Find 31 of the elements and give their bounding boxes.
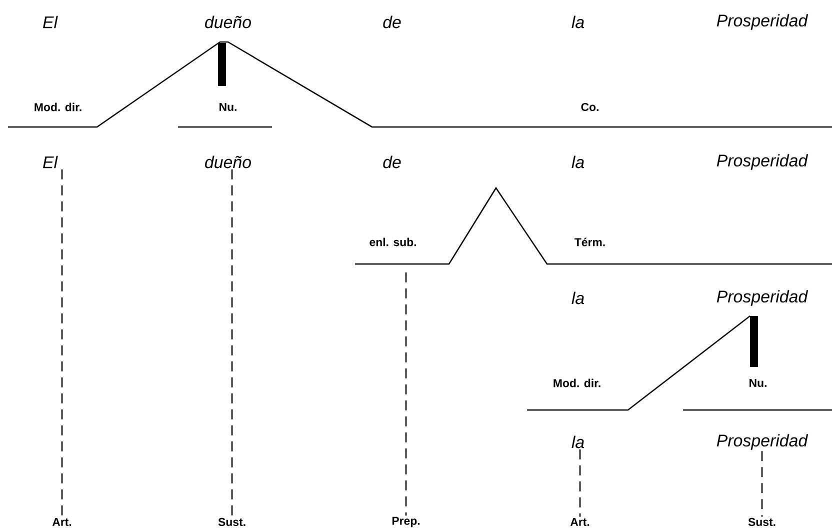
dashed-line: [761, 451, 763, 517]
function-label: Co.: [581, 102, 598, 112]
dashed-line: [579, 449, 581, 517]
category-label: Sust.: [748, 518, 776, 526]
word: de: [383, 16, 401, 28]
word: la: [572, 292, 584, 304]
word: la: [572, 16, 584, 28]
dashed-line: [61, 169, 63, 517]
category-label: Art.: [570, 518, 590, 526]
word: Prosperidad: [716, 290, 808, 306]
function-label: Nu.: [750, 379, 766, 387]
word: dueño: [205, 156, 251, 168]
word: El: [43, 156, 58, 168]
function-label: Mod. dir.: [34, 102, 82, 112]
category-label: Prep.: [392, 516, 420, 528]
word: Prosperidad: [716, 434, 808, 450]
category-label: Art.: [52, 518, 72, 526]
category-label: enl. sub.: [370, 238, 416, 246]
category-label: Sust.: [218, 518, 246, 526]
function-label: Térm.: [574, 238, 605, 246]
dashed-line: [231, 169, 233, 517]
function-label: Nu.: [220, 103, 236, 111]
dashed-line: [405, 272, 407, 516]
word: la: [572, 436, 584, 448]
word: Prosperidad: [716, 154, 808, 170]
word: la: [572, 156, 584, 168]
function-label: Mod. dir.: [554, 378, 600, 388]
word: Prosperidad: [716, 14, 808, 30]
word: dueño: [205, 16, 251, 28]
word: de: [383, 156, 401, 168]
word: El: [43, 16, 58, 28]
